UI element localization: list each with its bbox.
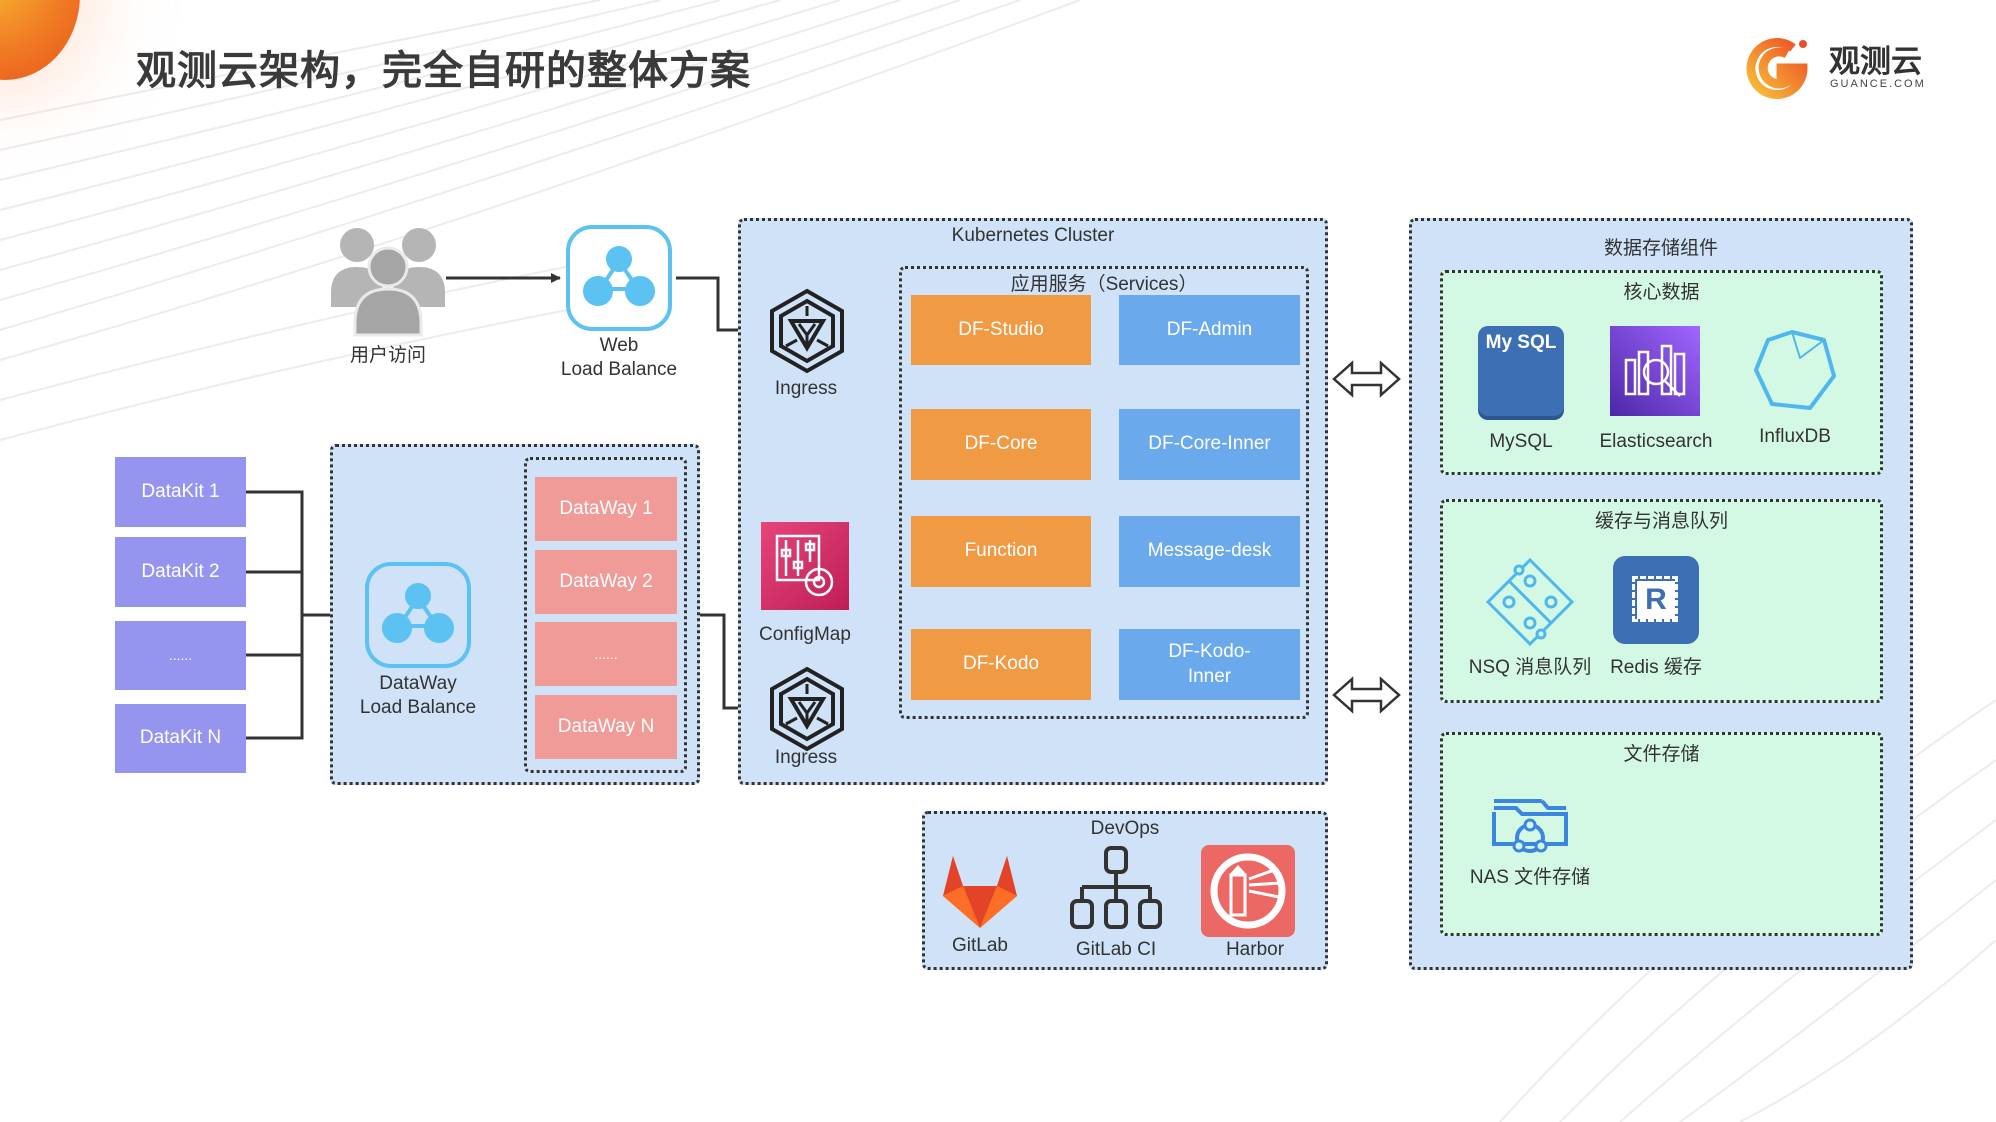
service-df-core[interactable]: DF-Core	[911, 409, 1091, 480]
harbor-label: Harbor	[1225, 939, 1285, 960]
gitlab-ci-label: GitLab CI	[1075, 939, 1157, 960]
double-arrow-bottom	[1332, 676, 1401, 714]
dataway-load-balancer[interactable]	[363, 560, 473, 670]
service-message-desk[interactable]: Message-desk	[1119, 516, 1300, 587]
dataway-cluster	[524, 457, 687, 773]
dataway-n[interactable]: DataWay N	[535, 695, 677, 759]
nas-icon[interactable]	[1492, 798, 1568, 858]
guance-logo-icon	[1746, 38, 1808, 99]
gitlab-ci-icon[interactable]	[1070, 845, 1162, 931]
dataway-lb-label-line2: Load Balance	[359, 696, 477, 718]
dataway-2[interactable]: DataWay 2	[535, 550, 677, 614]
page-title: 观测云架构，完全自研的整体方案	[136, 48, 751, 94]
double-arrow-top	[1332, 360, 1401, 398]
ingress-bottom-label: Ingress	[774, 747, 838, 768]
ingress-bottom-icon[interactable]	[769, 666, 845, 752]
users-icon	[331, 228, 445, 337]
core-data-title: 核心数据	[1623, 282, 1700, 303]
service-df-admin[interactable]: DF-Admin	[1119, 295, 1300, 365]
elasticsearch-icon[interactable]	[1610, 326, 1700, 416]
gitlab-label: GitLab	[952, 935, 1008, 956]
harbor-icon[interactable]	[1201, 845, 1295, 937]
nsq-label: NSQ 消息队列	[1468, 657, 1592, 678]
service-function[interactable]: Function	[911, 516, 1091, 587]
nas-label: NAS 文件存储	[1469, 867, 1591, 888]
logo-name-en: GUANCE.COM	[1830, 78, 1926, 90]
datakit-n[interactable]: DataKit N	[115, 704, 246, 773]
load-balancer-icon	[566, 225, 672, 331]
mysql-icon-text: My SQL	[1485, 332, 1557, 353]
influxdb-label: InfluxDB	[1759, 426, 1831, 447]
service-df-core-inner[interactable]: DF-Core-Inner	[1119, 409, 1300, 480]
configmap-label: ConfigMap	[759, 624, 851, 645]
nsq-icon[interactable]	[1485, 557, 1575, 647]
storage-title: 数据存储组件	[1603, 238, 1718, 259]
load-balancer-icon	[365, 562, 471, 668]
datakit-2[interactable]: DataKit 2	[115, 537, 246, 607]
redis-icon-text: R	[1637, 581, 1675, 619]
gitlab-icon[interactable]	[941, 856, 1019, 928]
datakit-1[interactable]: DataKit 1	[115, 457, 246, 527]
influxdb-icon[interactable]	[1752, 328, 1838, 412]
ingress-top-label: Ingress	[774, 378, 838, 399]
cache-queue-title: 缓存与消息队列	[1594, 511, 1728, 532]
dataway-1[interactable]: DataWay 1	[535, 477, 677, 541]
datakit-bus	[246, 490, 304, 740]
service-df-kodo[interactable]: DF-Kodo	[911, 629, 1091, 700]
service-df-studio[interactable]: DF-Studio	[911, 295, 1091, 365]
service-df-kodo-inner[interactable]: DF-Kodo- Inner	[1119, 629, 1300, 700]
logo-name-cn: 观测云	[1829, 44, 1922, 80]
kubernetes-cluster-title: Kubernetes Cluster	[951, 225, 1115, 246]
redis-icon[interactable]: R	[1613, 556, 1699, 644]
dataway-lb-label: DataWay Load Balance	[360, 672, 476, 720]
users-label: 用户访问	[349, 345, 427, 366]
datakit-more[interactable]: ......	[115, 621, 246, 690]
file-storage-group: 文件存储	[1440, 732, 1883, 936]
web-lb-label-line2: Load Balance	[560, 358, 678, 380]
mysql-label: MySQL	[1489, 431, 1553, 452]
configmap-icon[interactable]	[761, 522, 849, 610]
web-load-balancer[interactable]	[564, 223, 674, 333]
dataway-lb-label-line1: DataWay	[379, 673, 457, 694]
devops-title: DevOps	[1090, 818, 1160, 839]
services-title: 应用服务（Services）	[1010, 274, 1198, 295]
file-storage-title: 文件存储	[1623, 744, 1700, 765]
mysql-icon[interactable]: My SQL	[1478, 326, 1564, 416]
ingress-top-icon[interactable]	[769, 288, 845, 374]
web-lb-label: Web Load Balance	[561, 334, 677, 382]
web-lb-label-line1: Web	[599, 335, 639, 356]
services-group: 应用服务（Services）	[899, 266, 1309, 719]
redis-label: Redis 缓存	[1610, 657, 1702, 678]
brand-logo: 观测云 GUANCE.COM	[1746, 34, 1937, 99]
dataway-more[interactable]: ......	[535, 622, 677, 686]
elasticsearch-label: Elasticsearch	[1599, 431, 1713, 452]
